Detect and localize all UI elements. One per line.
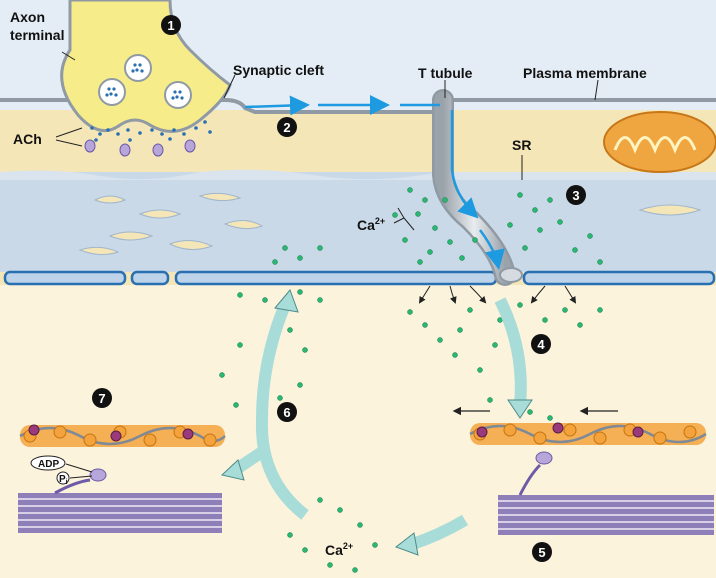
label-leaders: [55, 51, 599, 231]
step-badge-7: 7: [92, 388, 112, 408]
svg-text:4: 4: [537, 337, 545, 352]
thin-filament-right: [469, 422, 707, 445]
svg-text:5: 5: [538, 545, 545, 560]
t-tubule-label: T tubule: [418, 65, 473, 81]
sr-label: SR: [512, 137, 531, 153]
plasma-membrane: [0, 98, 716, 114]
plasma-membrane-label: Plasma membrane: [523, 65, 647, 81]
calcium-label-upper: Ca2+: [357, 216, 385, 233]
pi-label: Pi: [59, 474, 68, 486]
calcium-label-lower: Ca2+: [325, 541, 353, 558]
axon-terminal-label-line2: terminal: [10, 27, 64, 43]
calcium-release-arrows: [418, 285, 577, 304]
svg-text:6: 6: [283, 405, 290, 420]
step-badge-4: 4: [531, 334, 551, 354]
synaptic-cleft-label: Synaptic cleft: [233, 62, 324, 78]
sarcoplasmic-reticulum: [0, 169, 716, 272]
ach-molecules: [90, 120, 212, 142]
sr-membrane: [3, 270, 716, 286]
ach-label: ACh: [13, 131, 42, 147]
thick-filament-right: [498, 451, 714, 535]
svg-text:3: 3: [572, 188, 579, 203]
step-badge-1: 1: [161, 15, 181, 35]
adp-label: ADP: [38, 459, 59, 470]
calcium-ions: [219, 187, 603, 573]
step-badge-5: 5: [532, 542, 552, 562]
action-potential-arrows: [244, 95, 440, 116]
svg-text:7: 7: [98, 391, 105, 406]
step-badge-6: 6: [277, 402, 297, 422]
axon-terminal-label-line1: Axon: [10, 9, 45, 25]
svg-text:1: 1: [167, 18, 174, 33]
step-badge-3: 3: [566, 185, 586, 205]
adp-pi-callout: [30, 455, 93, 485]
thick-filament-left: [18, 468, 222, 533]
thin-filament-left: [19, 424, 226, 447]
svg-text:2: 2: [283, 120, 290, 135]
calcium-cycle-arrows: [220, 289, 533, 556]
mitochondrion: [603, 111, 716, 173]
step-badge-2: 2: [277, 117, 297, 137]
axon-terminal: [60, 0, 232, 133]
t-tubule: [432, 89, 523, 286]
ach-receptors: [84, 139, 196, 157]
ach-vesicle-contents: [105, 63, 184, 100]
